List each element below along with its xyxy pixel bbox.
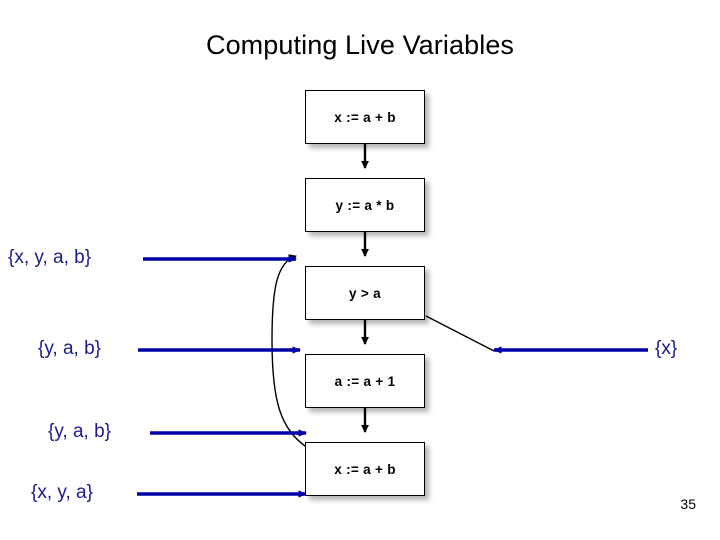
edge-n3-exit — [425, 315, 495, 352]
cfg-node-n4[interactable]: a := a + 1 — [305, 354, 425, 408]
cfg-node-label: x := a + b — [334, 109, 396, 125]
page-number: 35 — [680, 496, 696, 512]
cfg-node-label: a := a + 1 — [334, 373, 396, 389]
cfg-node-label: y := a * b — [335, 197, 395, 213]
live-set-label-3: {y, a, b} — [48, 421, 112, 442]
cfg-node-n5[interactable]: x := a + b — [305, 442, 425, 496]
cfg-node-n3[interactable]: y > a — [305, 266, 425, 320]
live-set-label-exit: {x} — [655, 338, 678, 359]
cfg-node-label: y > a — [349, 285, 381, 301]
live-set-label-2: {y, a, b} — [38, 338, 102, 359]
cfg-node-label: x := a + b — [334, 461, 396, 477]
cfg-node-n2[interactable]: y := a * b — [305, 178, 425, 232]
live-set-label-1: {x, y, a, b} — [8, 247, 92, 268]
cfg-node-n1[interactable]: x := a + b — [305, 90, 425, 144]
page-title: Computing Live Variables — [205, 30, 515, 60]
live-set-label-4: {x, y, a} — [31, 482, 93, 503]
edge-back-n5-n3 — [271, 254, 309, 449]
